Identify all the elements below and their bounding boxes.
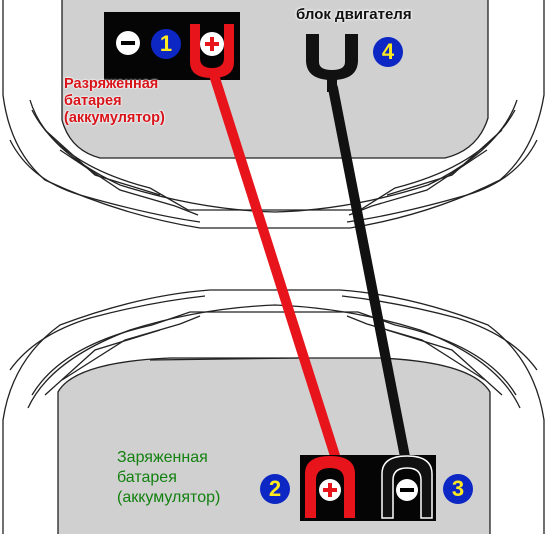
dead-battery <box>104 12 240 80</box>
good-battery-label-line-2: батарея <box>117 469 177 486</box>
good-battery-label-line-3: (аккумулятор) <box>117 489 221 506</box>
clamp-1-red <box>190 24 234 78</box>
good-battery-label-line-1: Заряженная <box>117 449 208 466</box>
step-badge-2: 2 <box>260 474 290 504</box>
clamp-3-black <box>381 455 433 519</box>
good-battery-plus-sign-v <box>328 483 332 497</box>
red-positive-cable <box>209 70 342 467</box>
step-badge-3: 3 <box>443 474 473 504</box>
good-battery <box>300 455 436 521</box>
good-battery-label: Заряженная батарея (аккумулятор) <box>117 448 220 508</box>
step-badge-1: 1 <box>151 29 181 59</box>
dead-battery-label-line-2: батарея <box>64 93 122 109</box>
good-battery-minus-sign <box>400 488 414 492</box>
dead-battery-label-line-1: Разряженная <box>64 76 159 92</box>
dead-battery-label-line-3: (аккумулятор) <box>64 110 165 126</box>
dead-battery-label: Разряженная батарея (аккумулятор) <box>64 76 165 127</box>
clamp-2-red <box>305 456 355 518</box>
black-negative-cable <box>328 83 411 467</box>
engine-block-label: блок двигателя <box>296 6 412 23</box>
dead-battery-minus-sign <box>121 41 135 45</box>
step-badge-4: 4 <box>373 37 403 67</box>
dead-battery-plus-sign-v <box>210 37 214 51</box>
